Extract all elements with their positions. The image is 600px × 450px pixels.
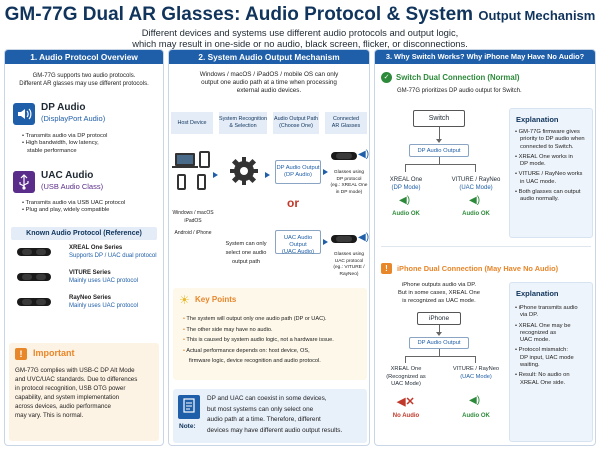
panel-heading: 3. Why Switch Works? Why iPhone May Have… xyxy=(375,50,595,64)
known-item-desc: Mainly uses UAC protocol xyxy=(69,303,139,309)
lightbulb-icon: ☀ xyxy=(179,293,190,307)
switch-left-status: Audio OK xyxy=(392,211,420,217)
panel-heading: 1. Audio Protocol Overview xyxy=(5,50,163,64)
iphone-left-status: No Audio xyxy=(392,413,420,419)
glasses-icon xyxy=(17,273,51,281)
usb-icon xyxy=(13,171,35,193)
known-protocol-heading: Known Audio Protocol (Reference) xyxy=(11,227,157,240)
phone-icon xyxy=(177,174,186,190)
switch-section-desc: GM-77G prioritizes DP audio output for S… xyxy=(397,88,522,94)
explanation-list: • iPhone transmits audio via DP. • XREAL… xyxy=(515,305,578,386)
explanation-title: Explanation xyxy=(516,115,559,124)
iphone-device-box: iPhone xyxy=(417,312,461,325)
checkmark-icon: ✓ xyxy=(381,72,392,83)
known-item-desc: Supports DP / UAC dual protocol xyxy=(69,253,157,259)
known-item-desc: Mainly uses UAC protocol xyxy=(69,278,139,284)
glasses-icon xyxy=(17,248,51,256)
explanation-title: Explanation xyxy=(516,289,559,298)
arrow-right-icon xyxy=(323,169,328,175)
speaker-icon: ◀) xyxy=(358,149,370,160)
important-box: ! Important GM-77G complies with USB-C D… xyxy=(9,343,159,441)
switch-dp-output-box: DP Audio Output xyxy=(409,144,469,157)
uac-audio-features: • Transmits audio via USB UAC protocol •… xyxy=(22,200,126,214)
key-points-list: • The system will output only one audio … xyxy=(183,316,334,364)
switch-right-status: Audio OK xyxy=(462,211,490,217)
glasses-icon xyxy=(17,298,51,306)
mechanism-intro: Windows / macOS / iPadOS / mobile OS can… xyxy=(199,71,339,94)
protocol-intro: GM-77G supports two audio protocols.Diff… xyxy=(19,73,149,87)
arrow-right-icon xyxy=(323,239,328,245)
key-points-title: Key Points xyxy=(195,295,237,304)
arrow-right-icon xyxy=(213,172,218,178)
warning-icon: ! xyxy=(15,348,27,360)
known-item-name: VITURE Series xyxy=(69,270,111,276)
switch-device-box: Switch xyxy=(413,110,465,127)
speaker-icon: ◀) xyxy=(469,395,481,406)
dp-audio-output-box: DP Audio Output(DP Audio) xyxy=(275,160,321,184)
key-points-box: ☀ Key Points • The system will output on… xyxy=(173,288,367,380)
iphone-section-desc: iPhone outputs audio via DP.But in some … xyxy=(398,282,480,304)
iphone-right-glasses: VITURE / RayNeo(UAC Mode) xyxy=(452,366,500,380)
laptop-icon xyxy=(175,153,195,166)
system-audio-output-panel: 2. System Audio Output Mechanism Windows… xyxy=(168,49,370,446)
glasses-icon xyxy=(331,235,357,243)
known-item-name: XREAL One Series xyxy=(69,245,123,251)
phone-icon xyxy=(197,174,206,190)
page-title: GM-77G Dual AR Glasses: Audio Protocol &… xyxy=(4,4,596,25)
known-item-name: RayNeo Series xyxy=(69,295,112,301)
note-text: DP and UAC can coexist in some devices,b… xyxy=(207,395,343,434)
col-system-recognition: System Recognition& Selection xyxy=(219,112,267,134)
switch-explanation: Explanation • GM-77G firmware gives prio… xyxy=(509,108,593,238)
switch-left-glasses: XREAL One(DP Mode) xyxy=(389,177,423,191)
speaker-icon: ◀) xyxy=(358,232,370,243)
note-label: Note: xyxy=(179,423,196,430)
switch-section-title: Switch Dual Connection (Normal) xyxy=(396,73,520,82)
iphone-explanation: Explanation • iPhone transmits audio via… xyxy=(509,282,593,442)
speaker-icon: ◀) xyxy=(469,195,481,206)
tablet-icon xyxy=(199,151,210,168)
uac-audio-subtitle: (USB Audio Class) xyxy=(41,182,104,191)
note-box: Note: DP and UAC can coexist in some dev… xyxy=(173,389,367,443)
switch-right-glasses: VITURE / RayNeo(UAC Mode) xyxy=(451,177,501,191)
panel-heading: 2. System Audio Output Mechanism xyxy=(169,50,369,64)
why-switch-works-panel: 3. Why Switch Works? Why iPhone May Have… xyxy=(374,49,596,446)
audio-protocol-overview-panel: 1. Audio Protocol Overview GM-77G suppor… xyxy=(4,49,164,446)
iphone-dp-output-box: DP Audio Output xyxy=(409,337,469,349)
important-title: Important xyxy=(33,348,75,358)
section-divider xyxy=(381,246,591,247)
iphone-right-status: Audio OK xyxy=(462,413,490,419)
arrow-right-icon xyxy=(265,172,270,178)
col-host-device: Host Device xyxy=(171,112,213,134)
gear-icon xyxy=(229,156,259,186)
speaker-icon xyxy=(13,103,35,125)
speaker-muted-icon: ◀✕ xyxy=(397,396,415,408)
warning-icon: ! xyxy=(381,263,392,274)
explanation-list: • GM-77G firmware gives priority to DP a… xyxy=(515,129,585,203)
or-label: or xyxy=(287,196,299,210)
dp-audio-features: • Transmits audio via DP protocol • High… xyxy=(22,133,108,154)
document-icon xyxy=(178,395,200,419)
laptop-base xyxy=(172,166,198,168)
col-audio-path: Audio Output Path(Choose One) xyxy=(273,112,319,134)
iphone-section-title: iPhone Dual Connection (May Have No Audi… xyxy=(397,264,559,273)
dp-audio-subtitle: (DisplayPort Audio) xyxy=(41,114,106,123)
speaker-icon: ◀) xyxy=(399,195,411,206)
uac-audio-output-box: UAC Audio Output(UAC Audio) xyxy=(275,230,321,255)
page-subtitle: Different devices and systems use differ… xyxy=(132,27,468,49)
dp-audio-title: DP Audio xyxy=(41,102,86,113)
glasses-icon xyxy=(331,152,357,160)
uac-audio-title: UAC Audio xyxy=(41,170,94,181)
